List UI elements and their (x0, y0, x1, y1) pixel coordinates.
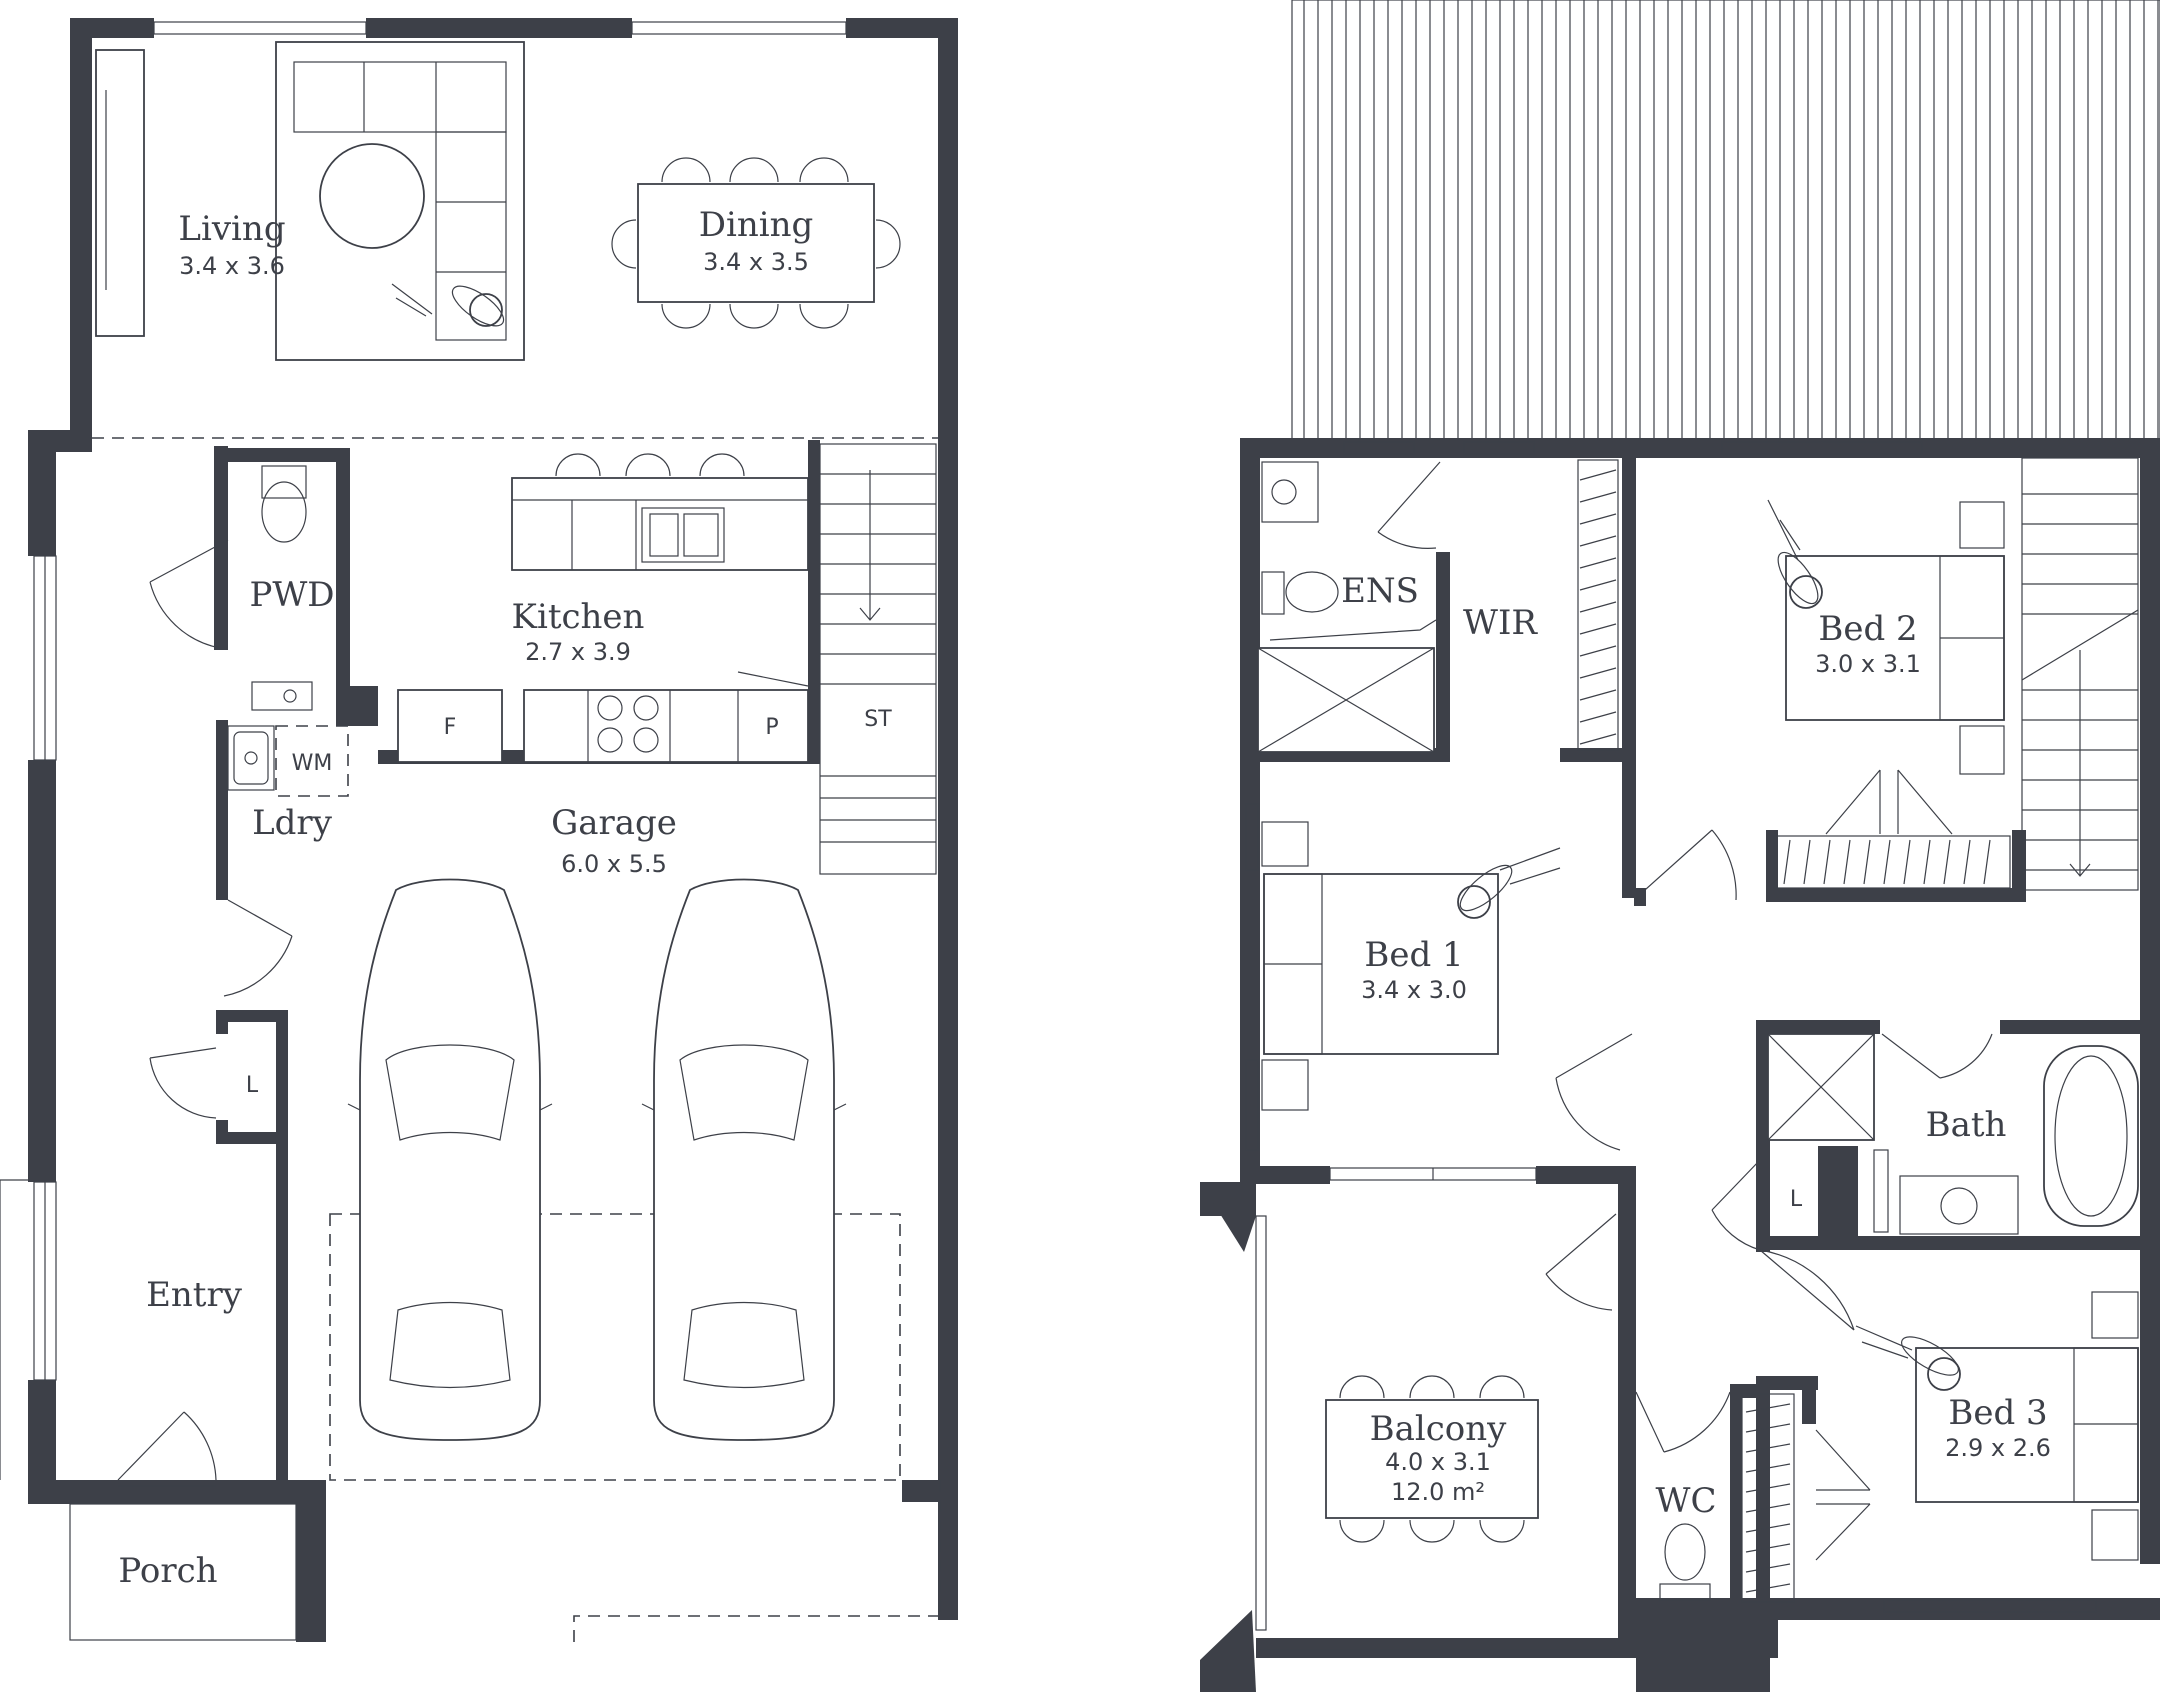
ensuite-fittings (1257, 461, 1441, 753)
wir-label: WIR (1463, 603, 1538, 643)
bed3-label: Bed 3 (1948, 1393, 2047, 1433)
ground-floor-windows (0, 21, 847, 1480)
kitchen-fittings (397, 453, 809, 763)
powder-fittings (149, 465, 313, 711)
laundry-fittings (223, 725, 349, 997)
porch-label: Porch (118, 1551, 217, 1591)
kitchen-label: Kitchen (512, 597, 645, 637)
first-floor: ENS WIR Bed 2 3.0 x 3.1 Bed 1 3.4 x 3.0 … (1200, 0, 2160, 1692)
pantry-label: P (765, 715, 778, 740)
linen-label: L (246, 1073, 259, 1098)
car-left (347, 878, 553, 1441)
bed2-dims: 3.0 x 3.1 (1815, 650, 1921, 678)
dining-table (611, 157, 901, 329)
balcony-area: 12.0 m² (1391, 1478, 1485, 1506)
living-furniture (95, 41, 525, 361)
first-floor-walls (1200, 438, 2160, 1692)
wc-label: WC (1656, 1481, 1717, 1521)
bed1-furniture (1261, 821, 1633, 1151)
ground-floor-walls (28, 18, 958, 1642)
powder-label: PWD (249, 575, 334, 615)
bed1-dims: 3.4 x 3.0 (1361, 976, 1467, 1004)
porch-outline (69, 1503, 297, 1641)
kitchen-dims: 2.7 x 3.9 (525, 638, 631, 666)
ground-floor: Living 3.4 x 3.6 Dining 3.4 x 3.5 PWD Ki… (0, 18, 958, 1642)
bath-fittings (1711, 1033, 2139, 1251)
living-dims: 3.4 x 3.6 (179, 252, 285, 280)
garage-label: Garage (551, 803, 677, 843)
wc-fittings (1635, 1391, 1731, 1601)
bed2-door (1635, 829, 1737, 901)
dining-label: Dining (699, 205, 814, 245)
bed3-robe (1741, 1393, 1871, 1603)
bed3-dims: 2.9 x 2.6 (1945, 1434, 2051, 1462)
bed3-furniture (1759, 1249, 2139, 1561)
car-right (641, 878, 847, 1441)
balcony-furniture (1325, 1213, 1617, 1543)
bed2-robe (1773, 769, 2011, 889)
wir-shelving (1577, 459, 1619, 751)
laundry-label: Ldry (252, 803, 333, 843)
roof-hatching (1291, 0, 2160, 441)
ground-doors (117, 1047, 217, 1487)
living-label: Living (178, 209, 285, 249)
ground-floor-dashed-lines (92, 437, 941, 1642)
balcony-label: Balcony (1370, 1409, 1508, 1449)
entry-label: Entry (146, 1275, 243, 1315)
first-floor-windows (1245, 441, 2097, 1657)
first-stairs (2021, 457, 2139, 891)
ensuite-label: ENS (1341, 571, 1419, 611)
washing-machine-label: WM (292, 751, 333, 776)
garage-dims: 6.0 x 5.5 (561, 850, 667, 878)
bed2-furniture (1767, 499, 2005, 775)
bed1-label: Bed 1 (1364, 935, 1463, 975)
store-label: ST (864, 707, 892, 732)
balcony-dims: 4.0 x 3.1 (1385, 1448, 1491, 1476)
first-linen-label: L (1790, 1187, 1803, 1212)
ground-stairs (819, 443, 937, 875)
fridge-label: F (444, 715, 457, 740)
bed2-label: Bed 2 (1818, 609, 1917, 649)
dining-dims: 3.4 x 3.5 (703, 248, 809, 276)
bath-label: Bath (1926, 1105, 2007, 1145)
